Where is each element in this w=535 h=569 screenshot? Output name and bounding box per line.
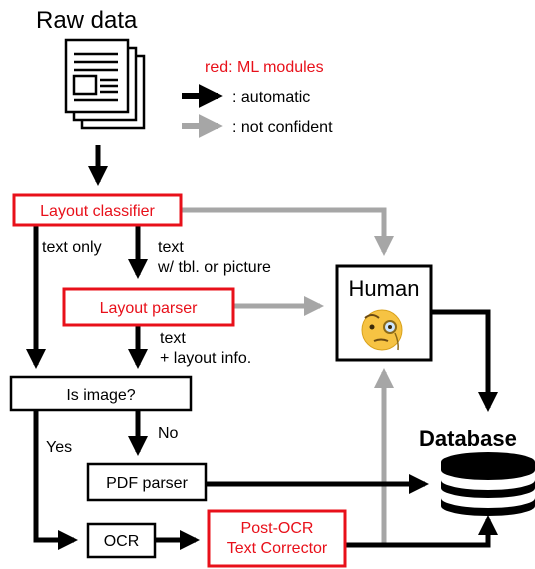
legend-not-confident-label: : not confident [232,119,333,136]
legend-ml-note: red: ML modules [205,59,324,76]
layout-parser-label: Layout parser [100,300,199,317]
human-label: Human [349,276,420,301]
edge-corrector-to-human [345,368,394,548]
edge-label-text-layout-1: text [160,330,186,347]
diagram-title: Raw data [36,7,138,34]
node-post-ocr-corrector: Post-OCR Text Corrector [207,509,347,568]
pdf-parser-label: PDF parser [106,475,188,492]
edge-label-text-only: text only [42,239,102,256]
database-label: Database [419,426,517,451]
node-human: Human [335,264,433,362]
edge-isimage-to-ocr [33,410,78,550]
ocr-label: OCR [104,533,140,550]
legend-automatic-label: : automatic [232,89,310,106]
edge-label-yes: Yes [46,439,72,456]
edge-classifier-to-human [181,207,394,256]
node-pdf-parser: PDF parser [86,462,208,502]
layout-classifier-label: Layout classifier [40,203,155,220]
is-image-label: Is image? [66,387,135,404]
edge-human-to-database [431,309,498,412]
post-ocr-label-line1: Post-OCR [241,520,314,537]
edge-label-text-tbl-1: text [158,239,184,256]
edge-label-no: No [158,425,179,442]
node-layout-classifier: Layout classifier [12,193,183,227]
node-ocr: OCR [86,522,157,559]
node-is-image: Is image? [9,375,193,412]
database-icon [441,452,535,516]
face-with-monocle-icon [361,309,403,351]
document-stack-icon [64,38,146,130]
edge-corrector-to-database [345,515,498,548]
edge-label-text-tbl-2: w/ tbl. or picture [157,259,271,276]
edge-label-text-layout-2: + layout info. [160,350,251,367]
node-layout-parser: Layout parser [62,287,235,327]
post-ocr-label-line2: Text Corrector [227,540,328,557]
